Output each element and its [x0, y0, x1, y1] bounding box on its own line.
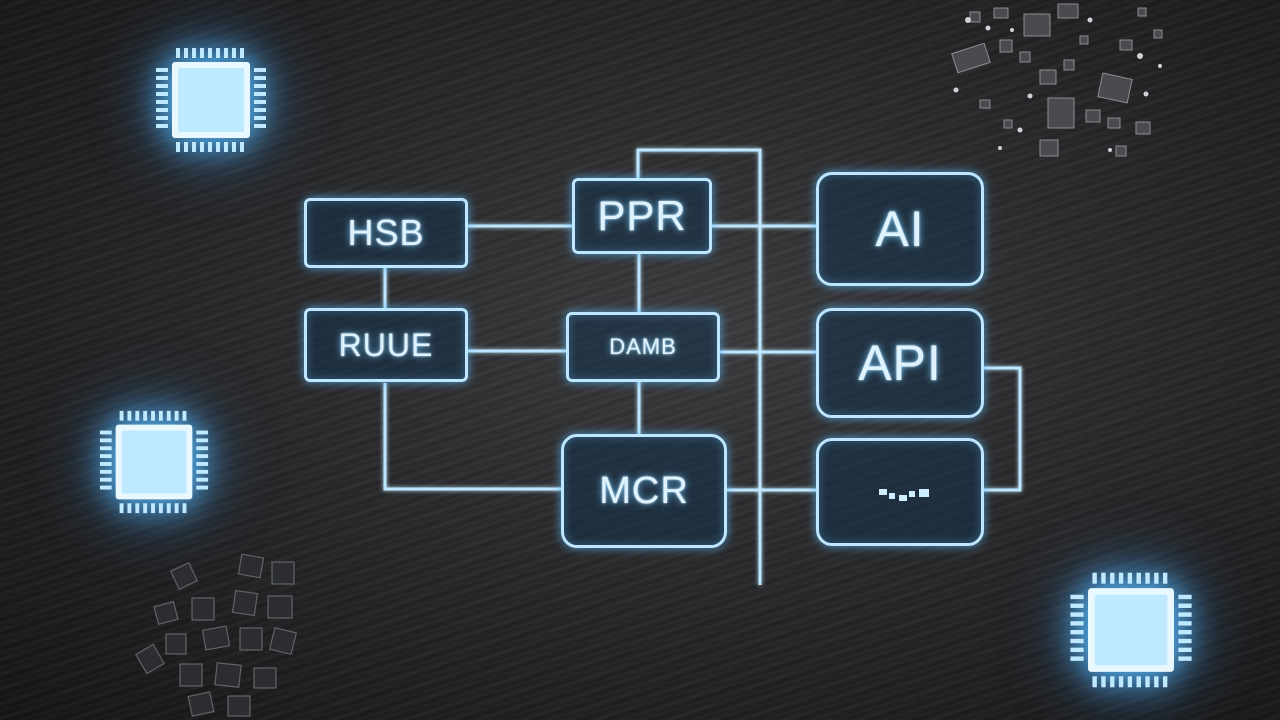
node-label: MCR: [599, 469, 689, 512]
node-label: PPR: [597, 192, 687, 239]
chip-icon: [99, 410, 209, 514]
node-damb: DAMB: [566, 312, 720, 382]
node-label: DAMB: [609, 334, 677, 359]
node-label: HSB: [347, 212, 425, 253]
node-mcr: MCR: [561, 434, 727, 548]
scattered-components-top: [951, 3, 1163, 157]
edge-ruue-mcr: [383, 383, 561, 491]
node-label: API: [858, 335, 942, 391]
node-hsb: HSB: [304, 198, 468, 268]
edge-api-blank: [983, 366, 1022, 492]
node-api: API: [816, 308, 984, 418]
node-ruue: RUUE: [304, 308, 468, 382]
chip-icon: [1070, 572, 1192, 688]
node-blank: [816, 438, 984, 546]
node-ppr: PPR: [572, 178, 712, 254]
scattered-components-bottom: [135, 553, 298, 717]
node-ai: AI: [816, 172, 984, 286]
glitch-marks: [879, 489, 929, 501]
node-label: RUUE: [338, 326, 434, 363]
chip-icon: [156, 48, 266, 152]
node-label: AI: [875, 201, 925, 257]
